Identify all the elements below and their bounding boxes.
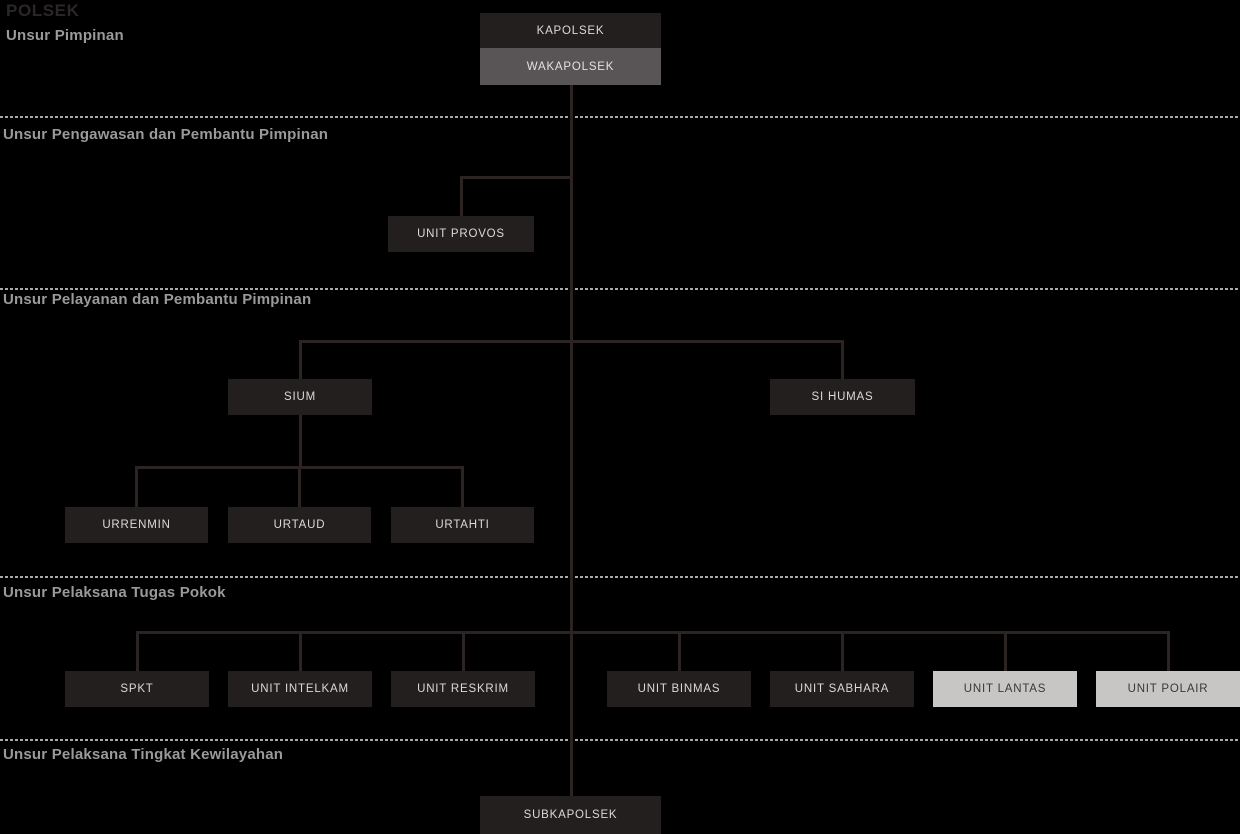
- node-label: SUBKAPOLSEK: [523, 809, 618, 821]
- connector-polair-drop: [1167, 631, 1170, 671]
- section-label-pelayanan: Unsur Pelayanan dan Pembantu Pimpinan: [3, 291, 312, 308]
- connector-reskrim-drop: [462, 631, 465, 671]
- connector-sabhara-drop: [841, 631, 844, 671]
- node-kapolsek: KAPOLSEK: [480, 13, 661, 48]
- divider-pelayanan: [0, 288, 1240, 290]
- section-label-pelaksana-pokok: Unsur Pelaksana Tugas Pokok: [3, 584, 226, 601]
- divider-kewilayahan: [0, 739, 1240, 741]
- node-label: UNIT SABHARA: [794, 683, 890, 695]
- connector-spkt-drop: [136, 631, 139, 671]
- connector-sihumas-drop: [841, 340, 844, 379]
- section-label-kewilayahan: Unsur Pelaksana Tingkat Kewilayahan: [3, 746, 284, 763]
- connector-lantas-drop: [1004, 631, 1007, 671]
- connector-binmas-drop: [678, 631, 681, 671]
- node-label: UNIT BINMAS: [637, 683, 721, 695]
- node-si-humas: SI HUMAS: [770, 379, 915, 415]
- section-label-pengawasan: Unsur Pengawasan dan Pembantu Pimpinan: [3, 126, 329, 143]
- connector-sium-drop: [299, 340, 302, 379]
- node-spkt: SPKT: [65, 671, 209, 707]
- connector-pelayanan-bar: [299, 340, 844, 343]
- node-label: UNIT RESKRIM: [417, 683, 509, 695]
- connector-intelkam-drop: [299, 631, 302, 671]
- node-urtahti: URTAHTI: [391, 507, 534, 543]
- node-unit-intelkam: UNIT INTELKAM: [228, 671, 372, 707]
- node-urtaud: URTAUD: [228, 507, 371, 543]
- node-label: SI HUMAS: [811, 391, 874, 403]
- node-unit-reskrim: UNIT RESKRIM: [391, 671, 535, 707]
- node-label: UNIT PROVOS: [417, 228, 505, 240]
- connector-trunk: [570, 85, 573, 796]
- connector-pokok-bar: [136, 631, 1170, 634]
- node-label: SIUM: [284, 391, 316, 403]
- divider-pelaksana-pokok: [0, 576, 1240, 578]
- node-label: URTAUD: [273, 519, 326, 531]
- page-title: POLSEK: [6, 1, 80, 20]
- connector-urtaud-drop: [298, 466, 301, 507]
- node-label: UNIT INTELKAM: [251, 683, 349, 695]
- node-label: URTAHTI: [435, 519, 490, 531]
- node-label: SPKT: [120, 683, 154, 695]
- node-unit-polair: UNIT POLAIR: [1096, 671, 1240, 707]
- node-urrenmin: URRENMIN: [65, 507, 208, 543]
- connector-urtahti-drop: [461, 466, 464, 507]
- node-unit-sabhara: UNIT SABHARA: [770, 671, 914, 707]
- connector-provos-horizontal: [460, 176, 573, 179]
- connector-urrenmin-drop: [135, 466, 138, 507]
- node-wakapolsek: WAKAPOLSEK: [480, 48, 661, 85]
- section-label-pimpinan: Unsur Pimpinan: [6, 27, 124, 44]
- node-label: KAPOLSEK: [536, 24, 605, 37]
- node-label: UNIT POLAIR: [1127, 683, 1209, 695]
- divider-pengawasan: [0, 116, 1240, 118]
- node-label: URRENMIN: [102, 519, 171, 531]
- node-label: UNIT LANTAS: [963, 683, 1047, 695]
- node-unit-lantas: UNIT LANTAS: [933, 671, 1077, 707]
- node-unit-binmas: UNIT BINMAS: [607, 671, 751, 707]
- node-subkapolsek: SUBKAPOLSEK: [480, 796, 661, 834]
- connector-provos-drop: [460, 176, 463, 216]
- node-sium: SIUM: [228, 379, 372, 415]
- node-label: WAKAPOLSEK: [526, 60, 615, 73]
- node-unit-provos: UNIT PROVOS: [388, 216, 534, 252]
- connector-sium-down: [299, 415, 302, 468]
